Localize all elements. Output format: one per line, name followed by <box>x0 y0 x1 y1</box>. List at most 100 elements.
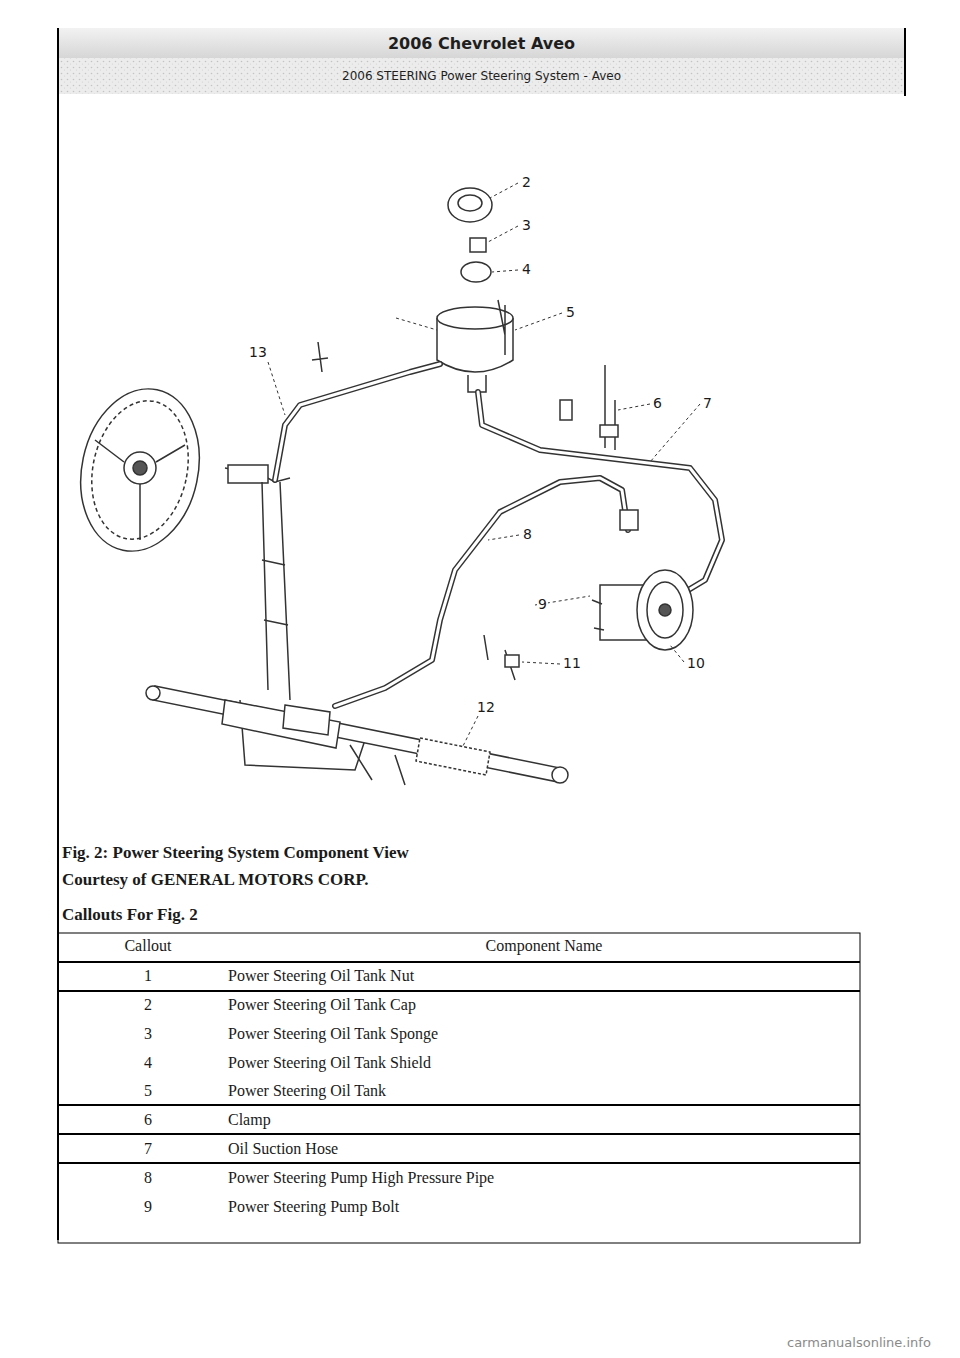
table-title: Callouts For Fig. 2 <box>62 905 198 925</box>
callout-number: 3 <box>521 217 532 233</box>
steering-wheel-part <box>133 461 147 475</box>
steering-wheel-part <box>66 378 214 563</box>
table-cell: 3 <box>58 1025 238 1043</box>
clamps-and-bolts-part <box>620 510 638 530</box>
callout-number: 12 <box>476 699 496 715</box>
callout-number: 5 <box>565 304 576 320</box>
page-frame-part <box>58 28 905 58</box>
page-frame <box>58 28 905 1240</box>
steering-rack-part <box>283 705 330 735</box>
power-steering-oil-tank-part <box>470 238 486 252</box>
power-steering-oil-tank-part <box>458 195 482 211</box>
hoses-part <box>335 478 628 706</box>
power-steering-pump-part <box>637 570 693 650</box>
hoses-part <box>275 364 440 480</box>
steering-rack-part <box>416 738 490 775</box>
clamps-and-bolts-part <box>560 400 572 420</box>
steering-column-part <box>228 465 268 483</box>
table-cell: Clamp <box>228 1111 271 1129</box>
callout-table-part <box>58 1162 860 1164</box>
clamps-and-bolts-part <box>505 655 519 667</box>
hoses-part <box>335 478 628 706</box>
leader-lines-part <box>650 404 700 462</box>
header-band: 2006 Chevrolet Aveo <box>58 28 905 58</box>
callout-table-part <box>58 933 860 1243</box>
callout-number: 11 <box>562 655 582 671</box>
steering-wheel <box>66 378 214 563</box>
header-text: 2006 Chevrolet Aveo <box>388 34 575 53</box>
table-cell: 6 <box>58 1111 238 1129</box>
callout-table-part <box>58 990 860 992</box>
leader-lines <box>268 183 700 748</box>
steering-rack-part <box>552 767 568 783</box>
leader-lines-part <box>492 270 518 272</box>
leader-lines-part <box>618 404 650 410</box>
callout-table-part <box>58 1104 860 1106</box>
power-steering-oil-tank-part <box>461 262 491 282</box>
table-cell: 1 <box>58 967 238 985</box>
power-steering-oil-tank <box>437 188 513 392</box>
callout-number: 8 <box>522 526 533 542</box>
steering-wheel-part <box>95 440 185 540</box>
callout-number: 7 <box>702 395 713 411</box>
steering-wheel-part <box>79 392 200 548</box>
table-cell: 8 <box>58 1169 238 1187</box>
power-steering-oil-tank-part <box>448 188 492 222</box>
leader-lines-part <box>488 226 518 242</box>
callout-table-part <box>58 961 860 963</box>
page-frame-part <box>904 28 906 96</box>
steering-rack-part <box>222 700 340 748</box>
table-cell: Power Steering Pump Bolt <box>228 1198 399 1216</box>
clamps-and-bolts-part <box>312 342 328 372</box>
leader-lines-part <box>462 716 478 748</box>
steering-rack-part <box>146 686 160 700</box>
power-steering-pump <box>592 570 693 650</box>
callout-table-part <box>58 1133 860 1135</box>
header-text: 2006 STEERING Power Steering System - Av… <box>342 69 621 83</box>
steering-column-part <box>262 560 288 625</box>
table-header: Component Name <box>228 937 860 955</box>
callout-number: 6 <box>652 395 663 411</box>
table-cell: 9 <box>58 1198 238 1216</box>
callout-number: 2 <box>521 174 532 190</box>
header-band: 2006 STEERING Power Steering System - Av… <box>58 58 905 94</box>
steering-wheel-part <box>124 452 156 484</box>
callout-table <box>58 933 860 1243</box>
table-cell: 5 <box>58 1082 238 1100</box>
table-header: Callout <box>58 937 238 955</box>
hoses-part <box>478 392 722 592</box>
table-cell: 2 <box>58 996 238 1014</box>
clamps-and-bolts-part <box>600 425 618 437</box>
power-steering-pump-part <box>592 600 604 630</box>
power-steering-pump-part <box>647 582 683 638</box>
hoses <box>275 364 722 706</box>
figure-caption: Fig. 2: Power Steering System Component … <box>62 843 409 863</box>
leader-lines-part <box>488 535 519 540</box>
steering-rack-part <box>350 745 405 785</box>
power-steering-pump-part <box>659 604 671 616</box>
hoses-part <box>275 364 440 480</box>
callout-number: 4 <box>521 261 532 277</box>
leader-lines-part <box>522 662 560 664</box>
table-cell: Power Steering Oil Tank <box>228 1082 386 1100</box>
hoses-part <box>478 392 722 592</box>
table-cell: Power Steering Oil Tank Cap <box>228 996 416 1014</box>
table-cell: 7 <box>58 1140 238 1158</box>
leader-lines-part <box>268 362 285 415</box>
leader-lines-part <box>396 318 437 330</box>
power-steering-oil-tank-part <box>498 300 505 355</box>
leader-lines-part <box>515 313 562 330</box>
steering-column-part <box>262 482 290 700</box>
table-cell: Power Steering Oil Tank Sponge <box>228 1025 438 1043</box>
credit-text: Courtesy of GENERAL MOTORS CORP. <box>62 870 369 890</box>
watermark: carmanualsonline.info <box>787 1336 931 1351</box>
table-cell: Power Steering Pump High Pressure Pipe <box>228 1169 494 1187</box>
table-cell: Oil Suction Hose <box>228 1140 338 1158</box>
leader-lines-part <box>490 183 518 198</box>
callout-number: 13 <box>248 344 268 360</box>
clamps-and-bolts <box>312 342 638 680</box>
table-cell: 4 <box>58 1054 238 1072</box>
page-frame-part <box>58 58 905 94</box>
table-cell: Power Steering Oil Tank Nut <box>228 967 414 985</box>
table-cell: Power Steering Oil Tank Shield <box>228 1054 431 1072</box>
